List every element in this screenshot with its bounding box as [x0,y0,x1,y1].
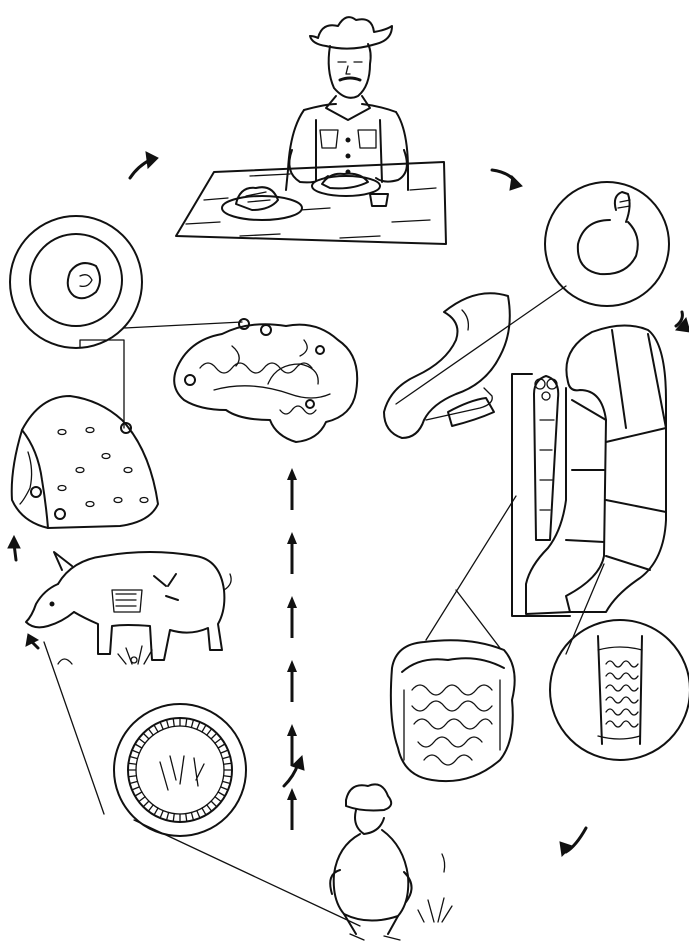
dashed-arrow-head [287,596,297,608]
cyst-circle-icon [10,216,142,348]
dashed-arrow-head [287,660,297,672]
man-eating-meal-icon [176,17,446,244]
dashed-arrow-head [287,532,297,544]
egg-circle-icon [114,704,246,836]
intestines-icon [391,640,515,781]
dashed-arrow-head [287,724,297,736]
pig-icon [26,552,231,664]
man-crouching-icon [330,784,452,940]
dashed-arrow-head [287,468,297,480]
dashed-arrow-head [287,788,297,800]
brain-icon [174,319,357,442]
stomach-icon [384,293,510,438]
tapeworm-icon [512,325,666,616]
pork-meat-icon [12,396,158,528]
